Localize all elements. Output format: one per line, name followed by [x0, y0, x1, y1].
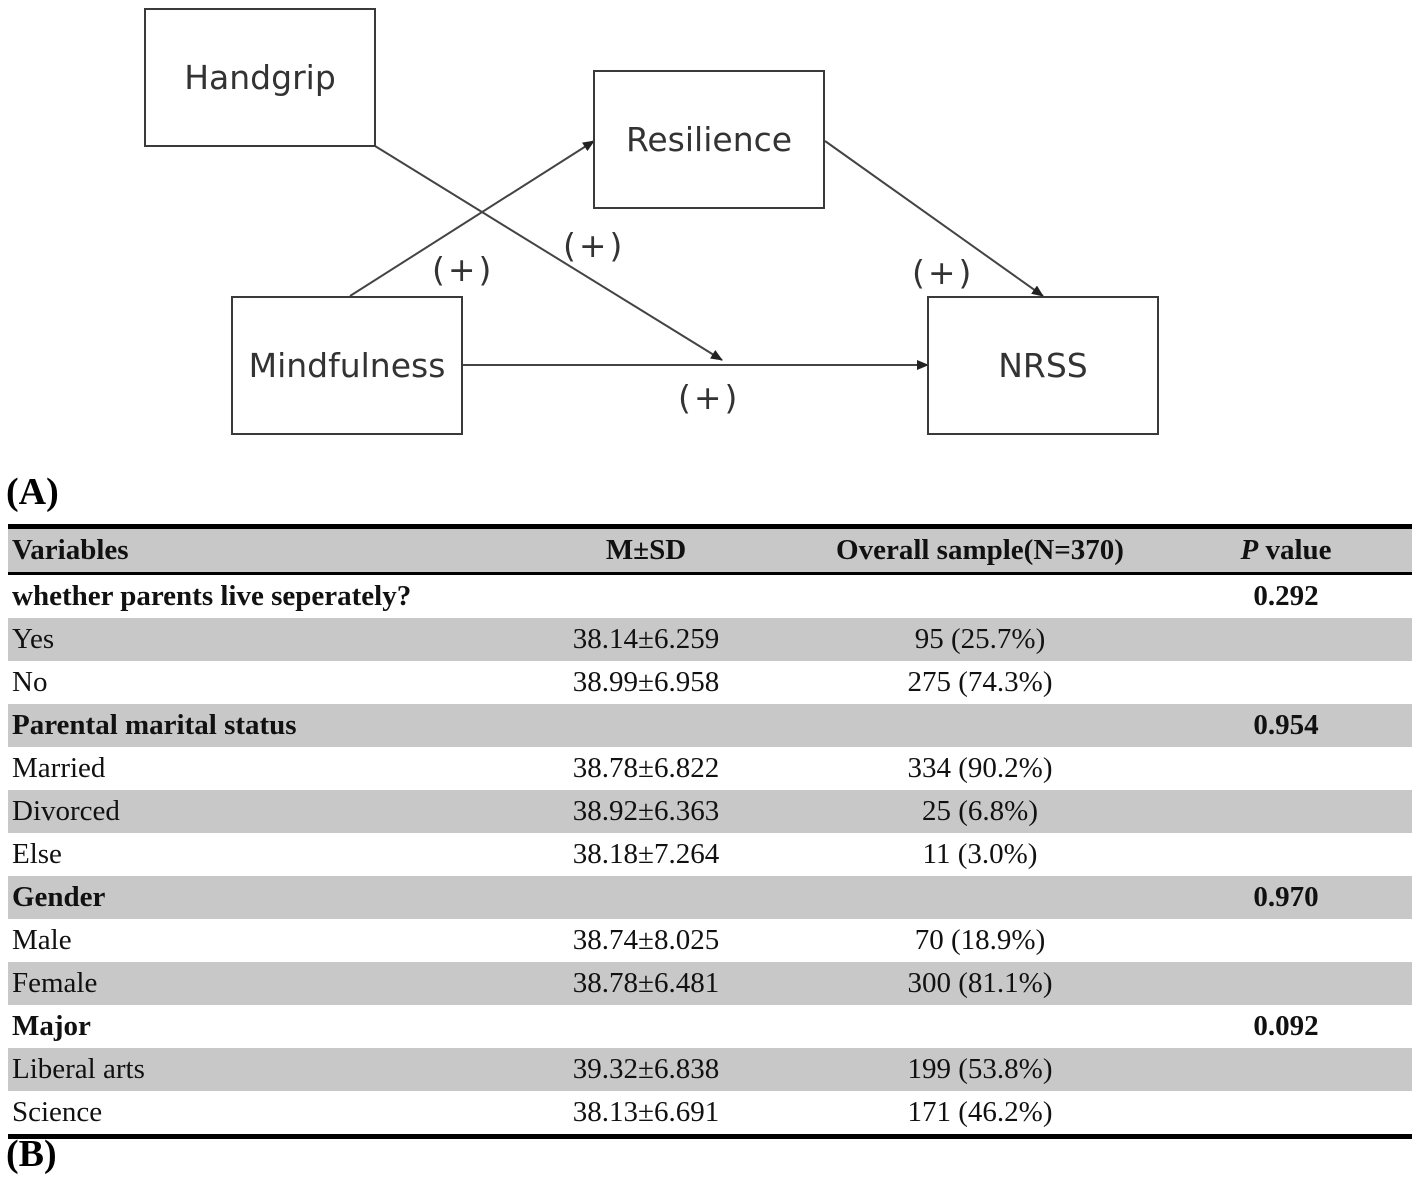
- row-p-value: 0.092: [1253, 1010, 1319, 1042]
- header-msd: M±SD: [605, 534, 687, 566]
- row-p-value: [1188, 661, 1384, 704]
- row-msd: [464, 704, 828, 747]
- row-msd: 39.32±6.838: [572, 1053, 720, 1085]
- row-overall: [788, 704, 1172, 747]
- table-group-row: Gender 0.970: [8, 876, 1412, 919]
- diagram-arrows: [349, 140, 1044, 370]
- table-group-row: whether parents live seperately? 0.292: [8, 575, 1412, 618]
- header-p-rest: value: [1258, 534, 1332, 566]
- row-overall: 95 (25.7%): [914, 623, 1046, 655]
- row-msd: [464, 575, 828, 618]
- table-row: Liberal arts 39.32±6.838 199 (53.8%): [8, 1048, 1412, 1091]
- table-header: Variables M±SD Overall sample(N=370) P v…: [8, 529, 1412, 575]
- header-p-value: P value: [1188, 529, 1384, 572]
- sign-mindfulness-nrss: (+): [678, 378, 741, 417]
- header-variables: Variables: [12, 534, 129, 566]
- row-msd: 38.18±7.264: [572, 838, 720, 870]
- row-msd: [464, 1005, 828, 1048]
- node-mindfulness: Mindfulness: [231, 296, 463, 435]
- row-label: Gender: [12, 881, 106, 913]
- arrow-mindfulness-resilience: [349, 140, 595, 297]
- row-overall: 275 (74.3%): [907, 666, 1053, 698]
- path-diagram: Handgrip Resilience Mindfulness NRSS (+)…: [0, 0, 1418, 450]
- table-group-row: Parental marital status 0.954: [8, 704, 1412, 747]
- row-label: whether parents live seperately?: [12, 580, 412, 612]
- row-msd: 38.78±6.822: [572, 752, 720, 784]
- header-p-italic: P: [1240, 534, 1259, 566]
- row-msd: [464, 876, 828, 919]
- table-row: Science 38.13±6.691 171 (46.2%): [8, 1091, 1412, 1134]
- node-nrss: NRSS: [927, 296, 1159, 435]
- row-label: Male: [12, 924, 72, 956]
- table-row: Divorced 38.92±6.363 25 (6.8%): [8, 790, 1412, 833]
- row-label: Major: [12, 1010, 91, 1042]
- row-overall: 70 (18.9%): [914, 924, 1046, 956]
- row-p-value: [1188, 962, 1384, 1005]
- arrow-handgrip-moderation: [374, 145, 723, 361]
- row-p-value: [1188, 747, 1384, 790]
- sign-handgrip-moderation: (+): [563, 226, 626, 265]
- row-p-value: [1188, 618, 1384, 661]
- row-msd: 38.99±6.958: [572, 666, 720, 698]
- row-p-value: [1188, 833, 1384, 876]
- table-row: Female 38.78±6.481 300 (81.1%): [8, 962, 1412, 1005]
- row-label: Science: [12, 1096, 103, 1128]
- row-label: No: [12, 666, 48, 698]
- row-overall: 300 (81.1%): [907, 967, 1053, 999]
- table-group-row: Major 0.092: [8, 1005, 1412, 1048]
- header-overall: Overall sample(N=370): [836, 534, 1124, 566]
- row-label: Divorced: [12, 795, 120, 827]
- panel-label-b: (B): [6, 1133, 57, 1175]
- row-overall: 334 (90.2%): [907, 752, 1053, 784]
- row-label: Female: [12, 967, 98, 999]
- row-p-value: [1188, 790, 1384, 833]
- table-row: Male 38.74±8.025 70 (18.9%): [8, 919, 1412, 962]
- node-resilience: Resilience: [593, 70, 825, 209]
- row-overall: 171 (46.2%): [907, 1096, 1053, 1128]
- sign-resilience-nrss: (+): [912, 253, 975, 292]
- row-label: Liberal arts: [12, 1053, 145, 1085]
- row-p-value: [1188, 1048, 1384, 1091]
- table-row: No 38.99±6.958 275 (74.3%): [8, 661, 1412, 704]
- sign-mindfulness-resilience: (+): [432, 250, 495, 289]
- row-overall: 25 (6.8%): [922, 795, 1038, 827]
- row-overall: 11 (3.0%): [922, 838, 1038, 870]
- panel-label-a: (A): [6, 471, 59, 513]
- row-overall: 199 (53.8%): [907, 1053, 1053, 1085]
- row-p-value: 0.954: [1253, 709, 1319, 741]
- row-overall: [788, 575, 1172, 618]
- row-msd: 38.78±6.481: [572, 967, 720, 999]
- row-label: Parental marital status: [12, 709, 297, 741]
- table-row: Else 38.18±7.264 11 (3.0%): [8, 833, 1412, 876]
- row-label: Married: [12, 752, 106, 784]
- table-row: Married 38.78±6.822 334 (90.2%): [8, 747, 1412, 790]
- row-p-value: [1188, 919, 1384, 962]
- row-p-value: [1188, 1091, 1384, 1134]
- table-row: Yes 38.14±6.259 95 (25.7%): [8, 618, 1412, 661]
- row-msd: 38.14±6.259: [572, 623, 720, 655]
- row-p-value: 0.292: [1253, 580, 1319, 612]
- row-msd: 38.74±8.025: [572, 924, 720, 956]
- row-label: Else: [12, 838, 62, 870]
- row-p-value: 0.970: [1253, 881, 1319, 913]
- demographics-table: Variables M±SD Overall sample(N=370) P v…: [8, 524, 1412, 1139]
- row-label: Yes: [12, 623, 55, 655]
- row-msd: 38.92±6.363: [572, 795, 720, 827]
- row-overall: [788, 1005, 1172, 1048]
- row-overall: [788, 876, 1172, 919]
- arrow-resilience-nrss: [824, 140, 1044, 297]
- row-msd: 38.13±6.691: [572, 1096, 720, 1128]
- node-handgrip: Handgrip: [144, 8, 376, 147]
